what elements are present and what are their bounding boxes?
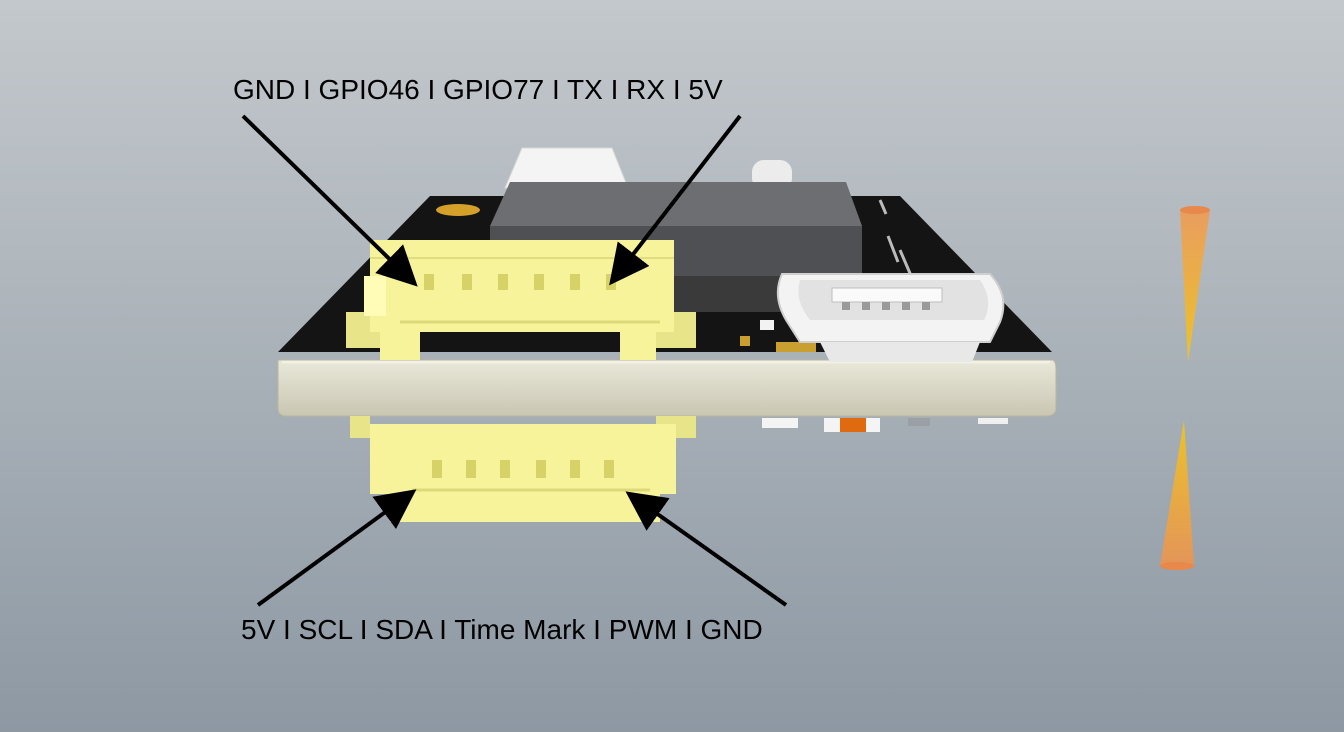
antenna: [1160, 206, 1210, 570]
pcb-edge: [277, 359, 1057, 417]
chip-pins: [672, 276, 784, 312]
gold-pad: [436, 204, 480, 216]
top-left-arrow: [241, 114, 418, 287]
top-connector-pinout-label: GND I GPIO46 I GPIO77 I TX I RX I 5V: [233, 74, 723, 105]
micro-usb-connector: [776, 273, 1005, 362]
bottom-connector-pinout-label: 5V I SCL I SDA I Time Mark I PWM I GND: [241, 614, 763, 645]
bottom-jst-connector: [350, 416, 696, 522]
bottom-left-arrow: [256, 489, 417, 607]
top-right-arrow: [609, 114, 742, 286]
bottom-smd-components: [762, 418, 1008, 432]
bottom-right-arrow: [625, 491, 788, 607]
